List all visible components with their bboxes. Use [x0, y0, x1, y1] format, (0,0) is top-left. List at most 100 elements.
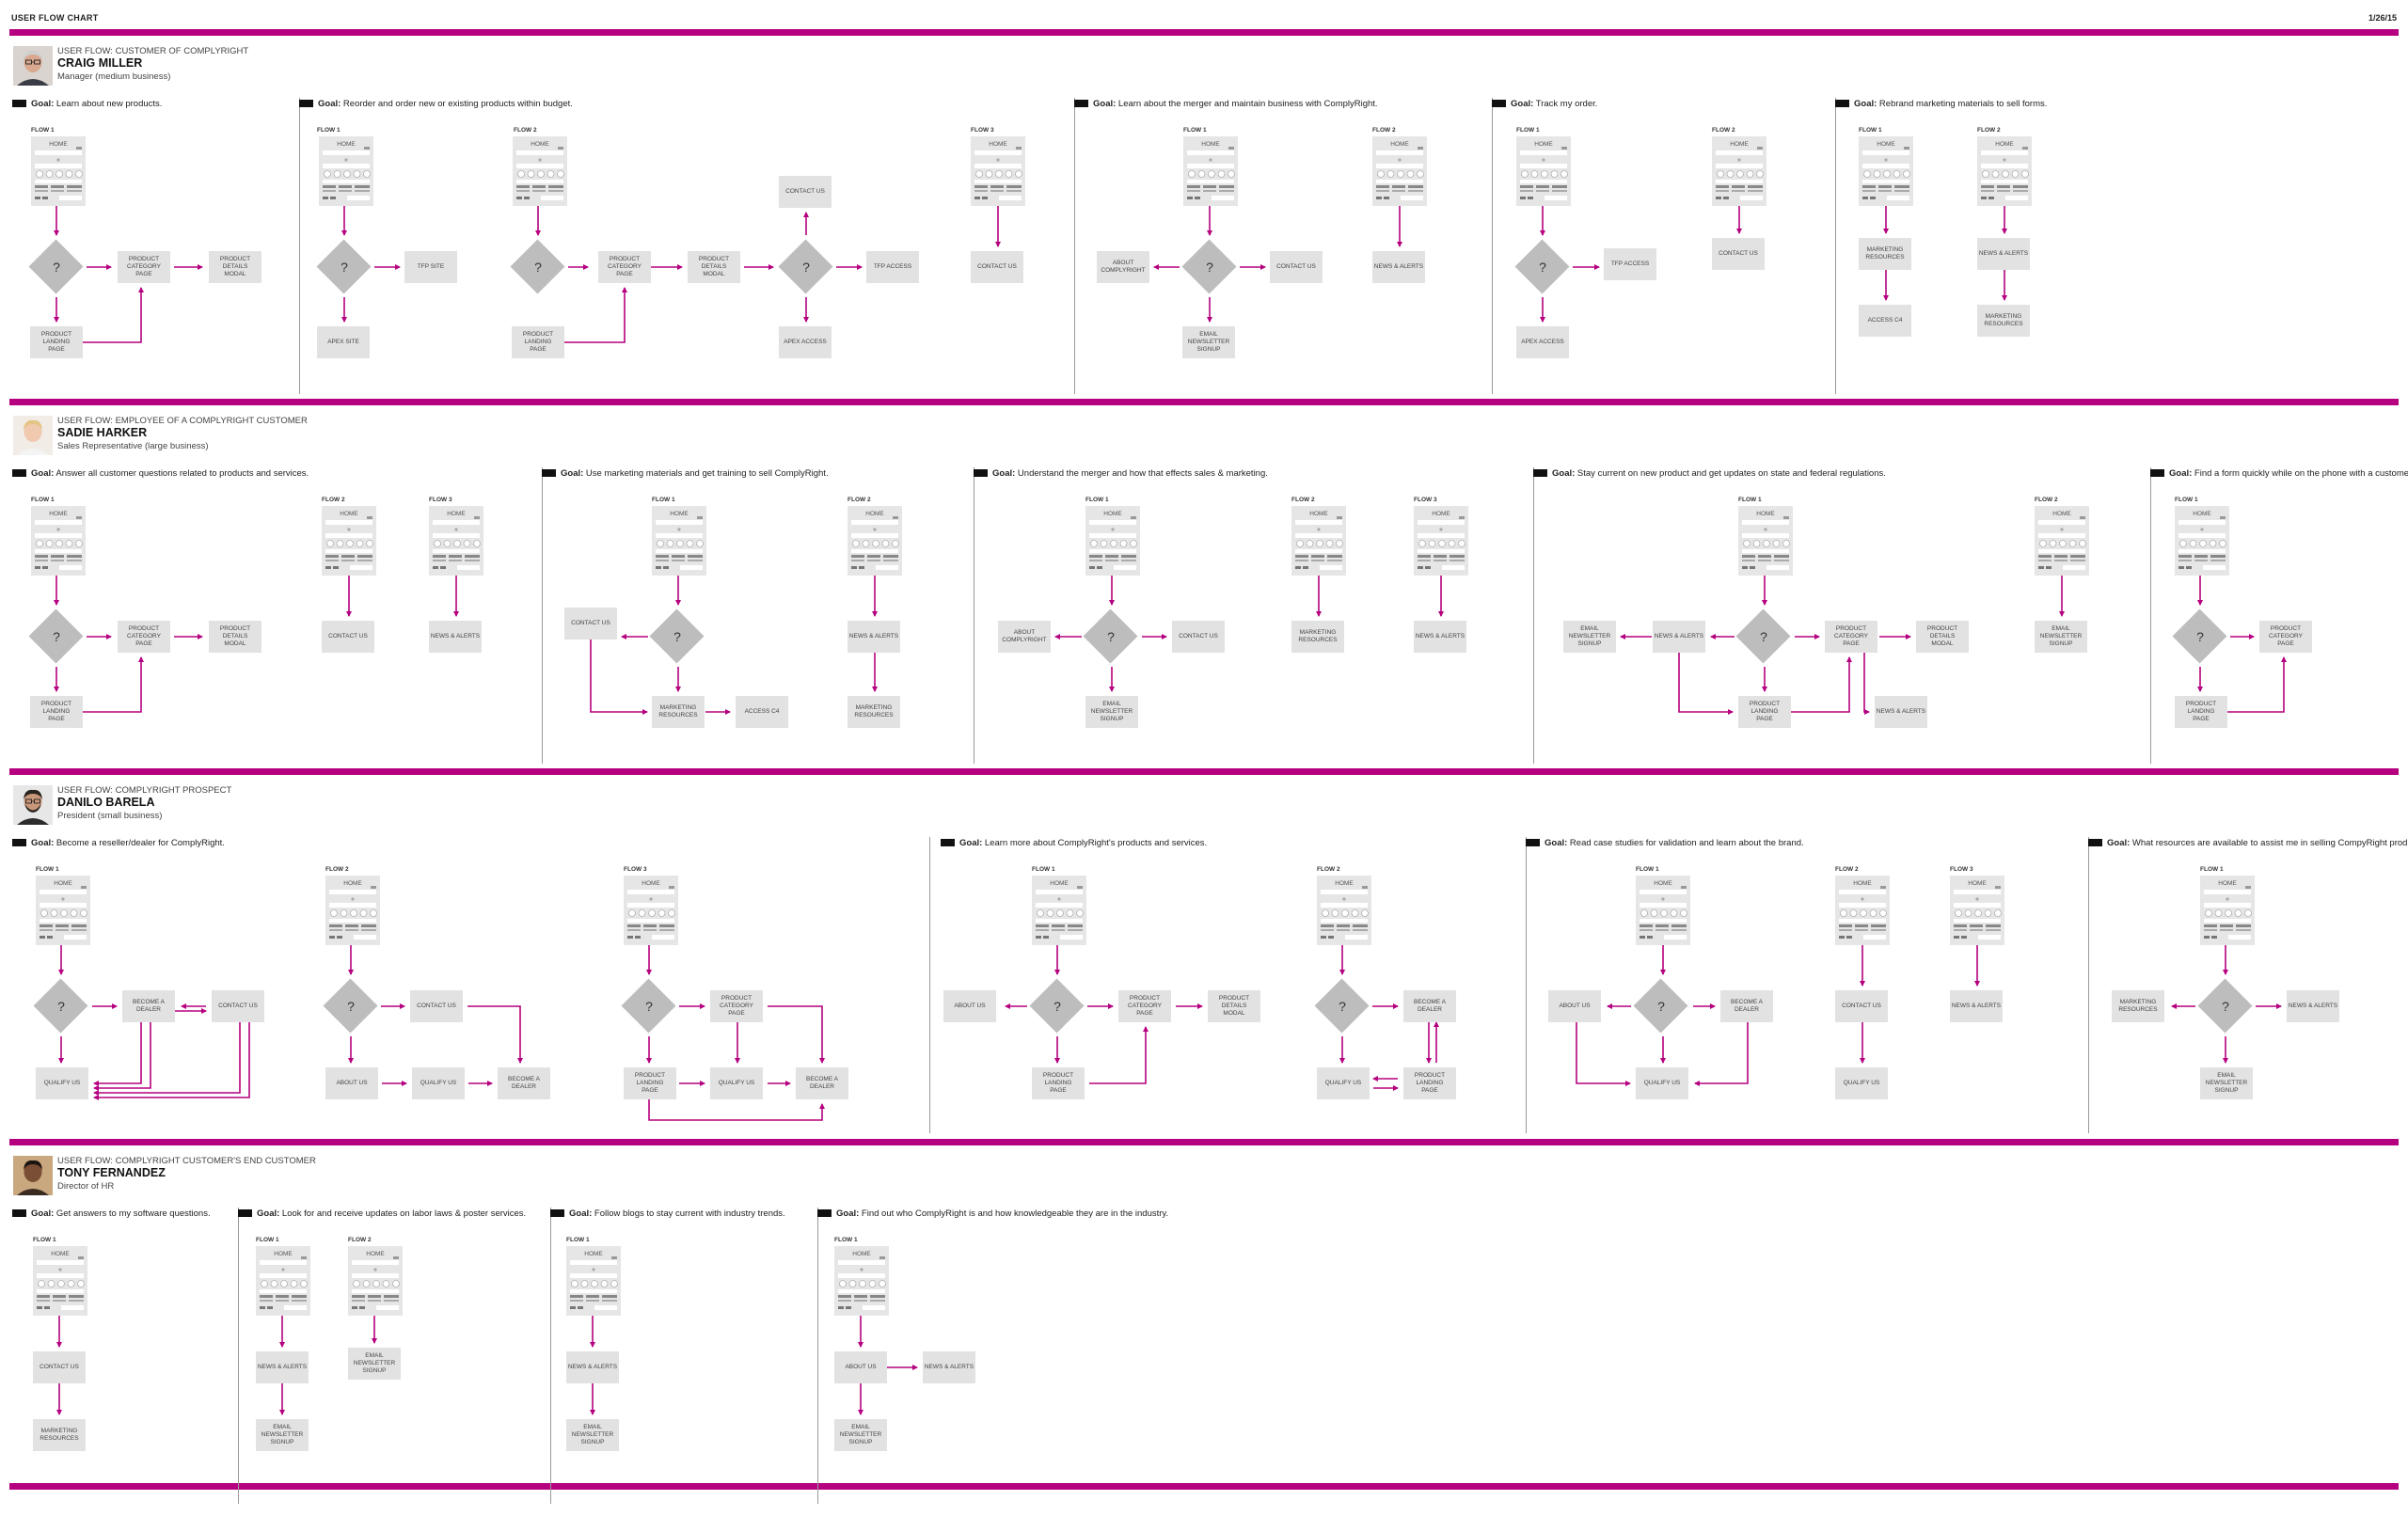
flow-label: FLOW 3 [1950, 866, 1973, 873]
page-node-tfp-access: TFP ACCESS [1604, 248, 1656, 280]
flow-arrow [563, 287, 627, 343]
flow-group-divider [1074, 98, 1075, 394]
page-node-product-details-modal: PRODUCT DETAILS MODAL [1208, 990, 1260, 1022]
home-page-thumbnail: HOME [513, 136, 567, 206]
page-node-product-landing-page: PRODUCT LANDING PAGE [512, 326, 564, 358]
page-node-email-newsletter-signup: EMAIL NEWSLETTER SIGNUP [256, 1419, 309, 1451]
wireframe-illustration [1640, 886, 1687, 940]
page-node-news-alerts: NEWS & ALERTS [1414, 621, 1466, 653]
flow-label: FLOW 1 [652, 497, 675, 503]
page-node-email-newsletter-signup: EMAIL NEWSLETTER SIGNUP [2035, 621, 2087, 653]
home-label: HOME [1309, 511, 1328, 517]
home-page-thumbnail: HOME [31, 136, 86, 206]
decision-node: ? [1181, 239, 1237, 294]
flow-arrow [648, 1099, 825, 1121]
decision-node: ? [778, 239, 833, 294]
page-node-product-category-page: PRODUCT CATEGORY PAGE [1825, 621, 1877, 653]
goal-text: Rebrand marketing materials to sell form… [1878, 99, 2048, 109]
wireframe-illustration [325, 516, 373, 570]
home-label: HOME [337, 141, 356, 148]
flow-label: FLOW 1 [566, 1237, 590, 1243]
page-node-qualify-us: QUALIFY US [1835, 1067, 1888, 1099]
page-node-news-alerts: NEWS & ALERTS [1875, 696, 1927, 728]
goal-label: Goal: [31, 838, 55, 848]
goal-label: Goal: [1093, 99, 1117, 109]
home-label: HOME [1534, 141, 1553, 148]
wireframe-illustration [37, 1256, 85, 1310]
flow-arrow [2227, 656, 2287, 713]
decision-node: ? [2197, 978, 2253, 1034]
wireframe-illustration [1742, 516, 1790, 570]
flow-label: FLOW 1 [1516, 127, 1540, 134]
question-mark: ? [57, 999, 65, 1014]
goal-label: Goal: [1552, 468, 1576, 479]
page-node-contact-us: CONTACT US [212, 990, 264, 1022]
flow-label: FLOW 1 [1032, 866, 1055, 873]
wireframe-illustration [1954, 886, 2002, 940]
goal-heading: Goal: Understand the merger and how that… [974, 468, 1268, 479]
goal-heading: Goal: Reorder and order new or existing … [299, 99, 573, 109]
question-mark: ? [1760, 629, 1767, 644]
question-mark: ? [802, 260, 810, 275]
goal-heading: Goal: Learn more about ComplyRight's pro… [941, 838, 1207, 848]
page-node-about-us: ABOUT US [325, 1067, 378, 1099]
page-node-email-newsletter-signup: EMAIL NEWSLETTER SIGNUP [834, 1419, 887, 1451]
decision-node: ? [1633, 978, 1688, 1034]
page-node-news-alerts: NEWS & ALERTS [1372, 251, 1425, 283]
flag-icon [941, 839, 955, 846]
flow-label: FLOW 3 [971, 127, 994, 134]
goal-heading: Goal: Answer all customer questions rela… [12, 468, 309, 479]
flag-icon [12, 839, 26, 846]
flow-label: FLOW 1 [31, 127, 55, 134]
home-label: HOME [274, 1251, 293, 1257]
decision-node: ? [323, 978, 378, 1034]
page-node-product-landing-page: PRODUCT LANDING PAGE [1032, 1067, 1085, 1099]
flow-label: FLOW 2 [2035, 497, 2058, 503]
goal-label: Goal: [2169, 468, 2193, 479]
flag-icon [1492, 100, 1506, 107]
page-node-contact-us: CONTACT US [410, 990, 463, 1022]
home-page-thumbnail: HOME [348, 1246, 403, 1316]
flag-icon [1533, 469, 1547, 477]
flow-label: FLOW 1 [256, 1237, 279, 1243]
home-label: HOME [51, 1251, 70, 1257]
page-node-about-us: ABOUT US [943, 990, 996, 1022]
flow-label: FLOW 2 [1291, 497, 1315, 503]
persona-name: DANILO BARELA [57, 796, 155, 809]
home-page-thumbnail: HOME [1414, 506, 1468, 576]
wireframe-illustration [1520, 147, 1568, 200]
home-label: HOME [2193, 511, 2211, 517]
page-node-news-alerts: NEWS & ALERTS [848, 621, 900, 653]
page-node-qualify-us: QUALIFY US [1317, 1067, 1370, 1099]
flow-label: FLOW 1 [317, 127, 341, 134]
decision-node: ? [649, 608, 705, 664]
flow-group-divider [817, 1208, 818, 1504]
goal-label: Goal: [1511, 99, 1534, 109]
page-node-contact-us: CONTACT US [971, 251, 1023, 283]
question-mark: ? [1539, 260, 1546, 275]
wireframe-illustration [329, 886, 377, 940]
wireframe-illustration [2038, 516, 2086, 570]
section-tony-fernandez: USER FLOW: COMPLYRIGHT CUSTOMER'S END CU… [0, 1146, 2408, 1516]
flow-arrow [93, 1022, 250, 1100]
flow-label: FLOW 1 [33, 1237, 56, 1243]
goal-text: Track my order. [1535, 99, 1598, 109]
goal-heading: Goal: Learn about the merger and maintai… [1074, 99, 1378, 109]
goal-label: Goal: [257, 1208, 280, 1219]
flag-icon [1526, 839, 1540, 846]
home-page-thumbnail: HOME [2200, 876, 2255, 945]
page-node-news-alerts: NEWS & ALERTS [1977, 238, 2030, 270]
persona-type-label: USER FLOW: CUSTOMER OF COMPLYRIGHT [57, 46, 249, 56]
page-node-product-category-page: PRODUCT CATEGORY PAGE [1118, 990, 1171, 1022]
goal-heading: Goal: Find out who ComplyRight is and ho… [817, 1208, 1168, 1219]
home-label: HOME [49, 141, 68, 148]
flow-arrow [93, 1022, 142, 1086]
page-node-tfp-site: TFP SITE [404, 251, 457, 283]
wireframe-illustration [974, 147, 1022, 200]
page-node-product-category-page: PRODUCT CATEGORY PAGE [118, 621, 170, 653]
question-mark: ? [673, 629, 681, 644]
flow-label: FLOW 2 [848, 497, 871, 503]
page-node-email-newsletter-signup: EMAIL NEWSLETTER SIGNUP [566, 1419, 619, 1451]
flag-icon [12, 469, 26, 477]
flag-icon [974, 469, 988, 477]
